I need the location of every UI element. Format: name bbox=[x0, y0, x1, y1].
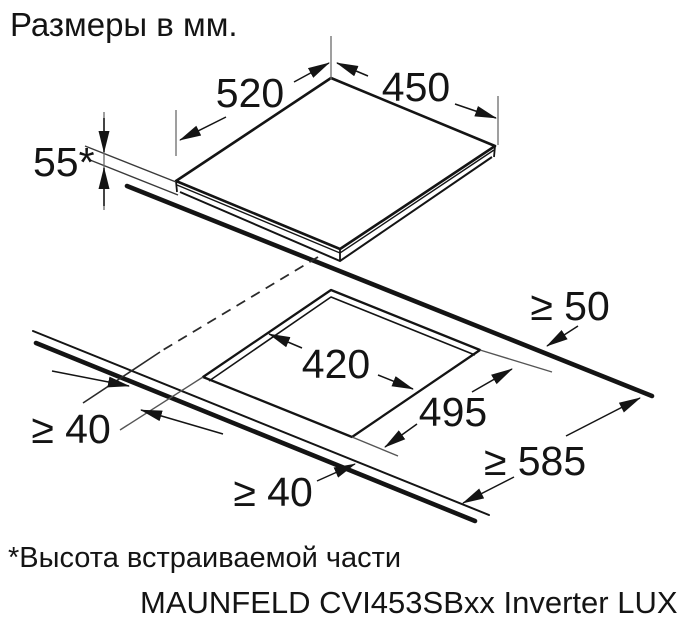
dim-585-label: ≥ 585 bbox=[484, 438, 586, 484]
dim-40-front-label: ≥ 40 bbox=[233, 469, 313, 515]
dim-520-450 bbox=[175, 36, 499, 156]
worktop-front-edge-bottom bbox=[33, 340, 478, 524]
dim-40-left-arrow-a bbox=[51, 370, 130, 388]
dim-50-label: ≥ 50 bbox=[530, 283, 610, 329]
dim-520-label: 520 bbox=[216, 70, 284, 116]
dim-420-arrow-downright bbox=[377, 374, 414, 390]
dim-585-arrow-downleft bbox=[462, 476, 515, 504]
dim-495-arrow-downleft bbox=[384, 423, 418, 448]
hob bbox=[174, 76, 497, 263]
dim-40-front-arrow bbox=[316, 463, 356, 482]
dim-55-label: 55* bbox=[33, 139, 95, 185]
dim-420-label: 420 bbox=[302, 341, 370, 387]
dim-40-left-label: ≥ 40 bbox=[31, 406, 111, 452]
dim-450-label: 450 bbox=[382, 64, 450, 110]
worktop bbox=[32, 183, 655, 524]
product-name: MAUNFELD CVI453SBxx Inverter LUX bbox=[140, 585, 678, 620]
hob-corner-left-edge bbox=[175, 180, 178, 193]
cutout-right-extension bbox=[479, 349, 553, 373]
worktop-front-edge-top bbox=[32, 330, 490, 516]
dim-495-label: 495 bbox=[419, 389, 487, 435]
dim-420-arrow-upleft bbox=[268, 333, 303, 349]
hob-projection-dashed-line bbox=[162, 256, 319, 351]
footnote: *Высота встраиваемой части bbox=[8, 542, 401, 574]
level-line-bottom bbox=[89, 159, 179, 196]
cutout-bottom-extension bbox=[351, 436, 399, 457]
dim-495-arrow-upright bbox=[471, 368, 513, 393]
worktop-back-edge bbox=[124, 183, 655, 399]
cutout-inner-wall bbox=[208, 296, 476, 382]
dim-520-arrow-right bbox=[293, 62, 330, 83]
dim-clearances bbox=[51, 325, 641, 504]
hob-corner-right-edge bbox=[493, 145, 496, 158]
dim-40-left-arrow-b bbox=[140, 409, 224, 435]
dim-55 bbox=[84, 112, 179, 210]
worktop-cutout bbox=[119, 288, 553, 457]
page-title: Размеры в мм. bbox=[10, 6, 238, 43]
cutout-left-extension bbox=[119, 376, 204, 431]
dim-585-arrow-upright bbox=[565, 397, 641, 437]
dim-450-arrow-right bbox=[454, 103, 497, 119]
dim-520-arrow-left bbox=[179, 116, 227, 141]
dim-50-arrow bbox=[546, 325, 579, 347]
dim-450-arrow-left bbox=[336, 62, 369, 77]
dim-420-495 bbox=[268, 333, 513, 448]
